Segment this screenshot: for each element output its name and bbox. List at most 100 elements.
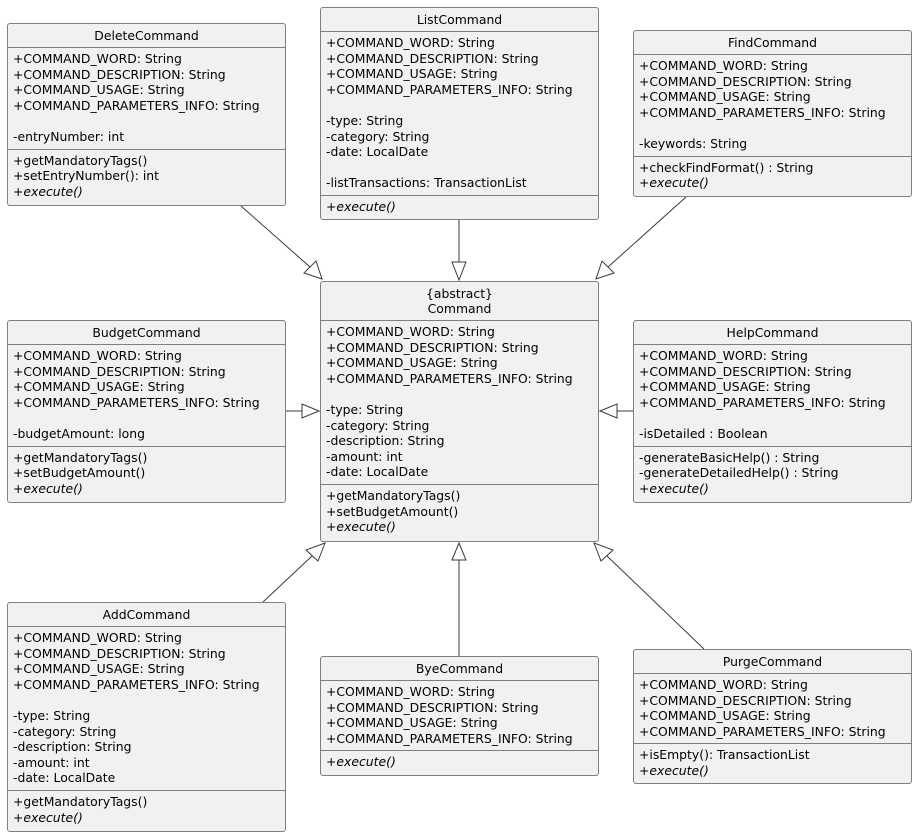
class-method: +execute() [639,762,709,778]
class-attribute: +COMMAND_USAGE: String [13,379,185,395]
class-attribute: +COMMAND_PARAMETERS_INFO: String [326,81,573,97]
class-attribute: +COMMAND_PARAMETERS_INFO: String [13,394,260,410]
class-attribute: +COMMAND_PARAMETERS_INFO: String [13,676,260,692]
class-attribute: -entryNumber: int [13,128,125,144]
class-attribute: -listTransactions: TransactionList [326,175,527,191]
class-method: -generateDetailedHelp() : String [639,465,839,481]
class-attribute: -date: LocalDate [326,464,429,480]
class-method: +execute() [639,175,709,191]
edge-purge-to-command [606,555,705,650]
class-attributes-section: +COMMAND_WORD: String+COMMAND_DESCRIPTIO… [8,627,285,791]
class-attribute: +COMMAND_PARAMETERS_INFO: String [326,730,573,746]
class-name: FindCommand [727,35,818,50]
edge-delete-to-command [240,205,311,268]
class-attribute: -date: LocalDate [326,144,429,160]
class-name: PurgeCommand [722,654,823,669]
class-method: +getMandatoryTags() [326,487,461,503]
class-methods-section: +execute() [321,196,598,219]
class-budget-command: BudgetCommand+COMMAND_WORD: String+COMMA… [7,320,286,503]
class-attribute: +COMMAND_USAGE: String [326,66,498,82]
class-attributes-section: +COMMAND_WORD: String+COMMAND_DESCRIPTIO… [321,321,598,485]
class-header: FindCommand [634,31,911,55]
class-name: Command [427,301,492,316]
class-attribute: +COMMAND_DESCRIPTION: String [326,50,539,66]
class-abstract-command: {abstract}Command+COMMAND_WORD: String+C… [320,281,599,542]
class-attributes-section: +COMMAND_WORD: String+COMMAND_DESCRIPTIO… [8,345,285,447]
arrowhead-help [598,403,618,419]
class-attribute: +COMMAND_DESCRIPTION: String [639,363,852,379]
class-name: DeleteCommand [94,28,199,43]
class-attribute: +COMMAND_DESCRIPTION: String [13,363,226,379]
class-attribute: +COMMAND_WORD: String [326,684,495,699]
class-list-command: ListCommand+COMMAND_WORD: String+COMMAND… [320,7,599,220]
class-attribute: -description: String [326,433,445,449]
class-attribute: +COMMAND_DESCRIPTION: String [326,699,539,715]
class-method: +getMandatoryTags() [13,793,148,809]
class-method: +setBudgetAmount() [13,465,146,481]
class-attribute: +COMMAND_DESCRIPTION: String [326,339,539,355]
class-attributes-section: +COMMAND_WORD: String+COMMAND_DESCRIPTIO… [634,674,911,745]
class-attribute: -description: String [13,739,132,755]
class-method: +execute() [326,519,396,535]
class-methods-section: +getMandatoryTags()+execute() [8,791,285,829]
edge-find-to-command [607,196,687,268]
section-spacer [326,386,593,402]
class-attribute: -isDetailed : Boolean [639,425,768,441]
class-method: +execute() [13,183,83,199]
section-spacer [13,410,280,426]
class-method: +setBudgetAmount() [326,503,459,519]
class-attribute: -keywords: String [639,135,748,151]
class-method: +setEntryNumber(): int [13,168,159,184]
class-method: +execute() [13,809,83,825]
class-attribute: +COMMAND_USAGE: String [639,708,811,724]
class-attribute: -category: String [326,417,430,433]
class-attribute: -amount: int [13,754,90,770]
class-method: +execute() [326,754,396,770]
class-attribute: +COMMAND_WORD: String [639,58,808,73]
class-attributes-section: +COMMAND_WORD: String+COMMAND_DESCRIPTIO… [321,32,598,196]
class-attribute: +COMMAND_DESCRIPTION: String [639,692,852,708]
class-methods-section: +getMandatoryTags()+setEntryNumber(): in… [8,150,285,204]
class-stereotype: {abstract} [426,286,493,301]
class-name: HelpCommand [726,325,819,340]
class-attribute: +COMMAND_WORD: String [326,35,495,50]
class-method: -generateBasicHelp() : String [639,449,820,465]
class-header: HelpCommand [634,321,911,345]
class-header: ListCommand [321,8,598,32]
class-add-command: AddCommand+COMMAND_WORD: String+COMMAND_… [7,602,286,832]
class-method: +getMandatoryTags() [13,152,148,168]
section-spacer [13,692,280,708]
class-methods-section: -generateBasicHelp() : String-generateDe… [634,447,911,501]
arrowhead-list [451,261,467,282]
class-attribute: +COMMAND_PARAMETERS_INFO: String [639,723,886,739]
class-header: ByeCommand [321,657,598,681]
class-purge-command: PurgeCommand +COMMAND_WORD: String+COMMAN… [633,649,912,784]
class-attribute: +COMMAND_USAGE: String [326,355,498,371]
class-attribute: -category: String [326,128,430,144]
class-method: +execute() [639,480,709,496]
class-methods-section: +getMandatoryTags()+setBudgetAmount()+ex… [321,485,598,539]
class-help-command: HelpCommand +COMMAND_WORD: String+COMMAND… [633,320,912,503]
class-attribute: +COMMAND_PARAMETERS_INFO: String [326,370,573,386]
class-attribute: +COMMAND_WORD: String [326,324,495,339]
class-attribute: +COMMAND_WORD: String [639,348,808,363]
class-attribute: -type: String [326,112,404,128]
class-attribute: -date: LocalDate [13,770,116,786]
class-attribute: +COMMAND_DESCRIPTION: String [13,66,226,82]
class-name: ListCommand [416,12,503,27]
class-find-command: FindCommand +COMMAND_WORD: String +COMMAND… [633,30,912,197]
class-header: {abstract}Command [321,282,598,321]
section-spacer [639,410,906,426]
arrowhead-add [305,542,326,562]
arrowhead-delete [303,260,323,280]
class-methods-section: +execute() [321,751,598,774]
class-method: +execute() [326,198,396,214]
class-header: BudgetCommand [8,321,285,345]
arrowhead-budget [301,403,321,419]
class-delete-command: DeleteCommand+COMMAND_WORD: String+COMMA… [7,23,286,206]
class-attribute: +COMMAND_USAGE: String [639,89,811,105]
section-spacer [639,120,906,136]
arrowhead-purge [593,542,614,562]
class-attributes-section: +COMMAND_WORD: String+COMMAND_DESCRIPTIO… [634,345,911,447]
